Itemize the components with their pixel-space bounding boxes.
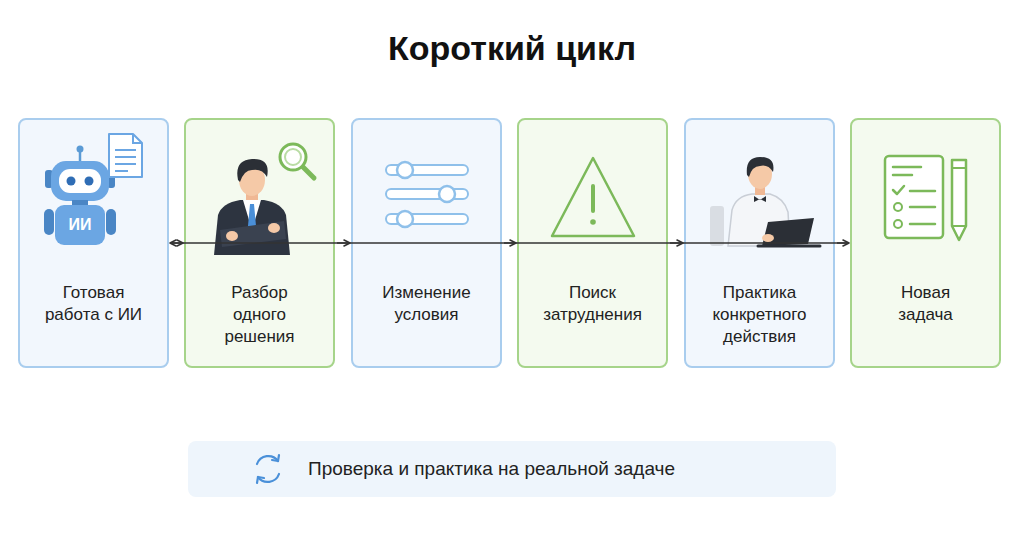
diagram-title: Короткий цикл (0, 26, 1024, 70)
step-box: Новая задача (850, 118, 1001, 368)
step-box: Изменение условия (351, 118, 502, 368)
step-box: Практика конкретного действия (684, 118, 835, 368)
summary-band: Проверка и практика на реальной задаче (188, 441, 836, 497)
step-box: Поиск затруднения (517, 118, 668, 368)
step-label: Готовая работа с ИИ (38, 282, 150, 326)
band-text: Проверка и практика на реальной задаче (308, 457, 808, 481)
chest-label: ИИ (55, 214, 105, 236)
step-label: Разбор одного решения (214, 282, 306, 348)
flow-arrow (837, 242, 849, 244)
step-box: Готовая работа с ИИ (18, 118, 169, 368)
step-label: Практика конкретного действия (700, 282, 820, 348)
flow-arrow (504, 242, 516, 244)
step-label: Изменение условия (367, 282, 487, 326)
flow-arrow (670, 242, 683, 244)
step-label: Поиск затруднения (533, 282, 653, 326)
step-box: Разбор одного решения (184, 118, 335, 368)
step-label: Новая задача (880, 282, 972, 326)
flow-arrow (337, 242, 350, 244)
flow-arrow (171, 242, 183, 244)
